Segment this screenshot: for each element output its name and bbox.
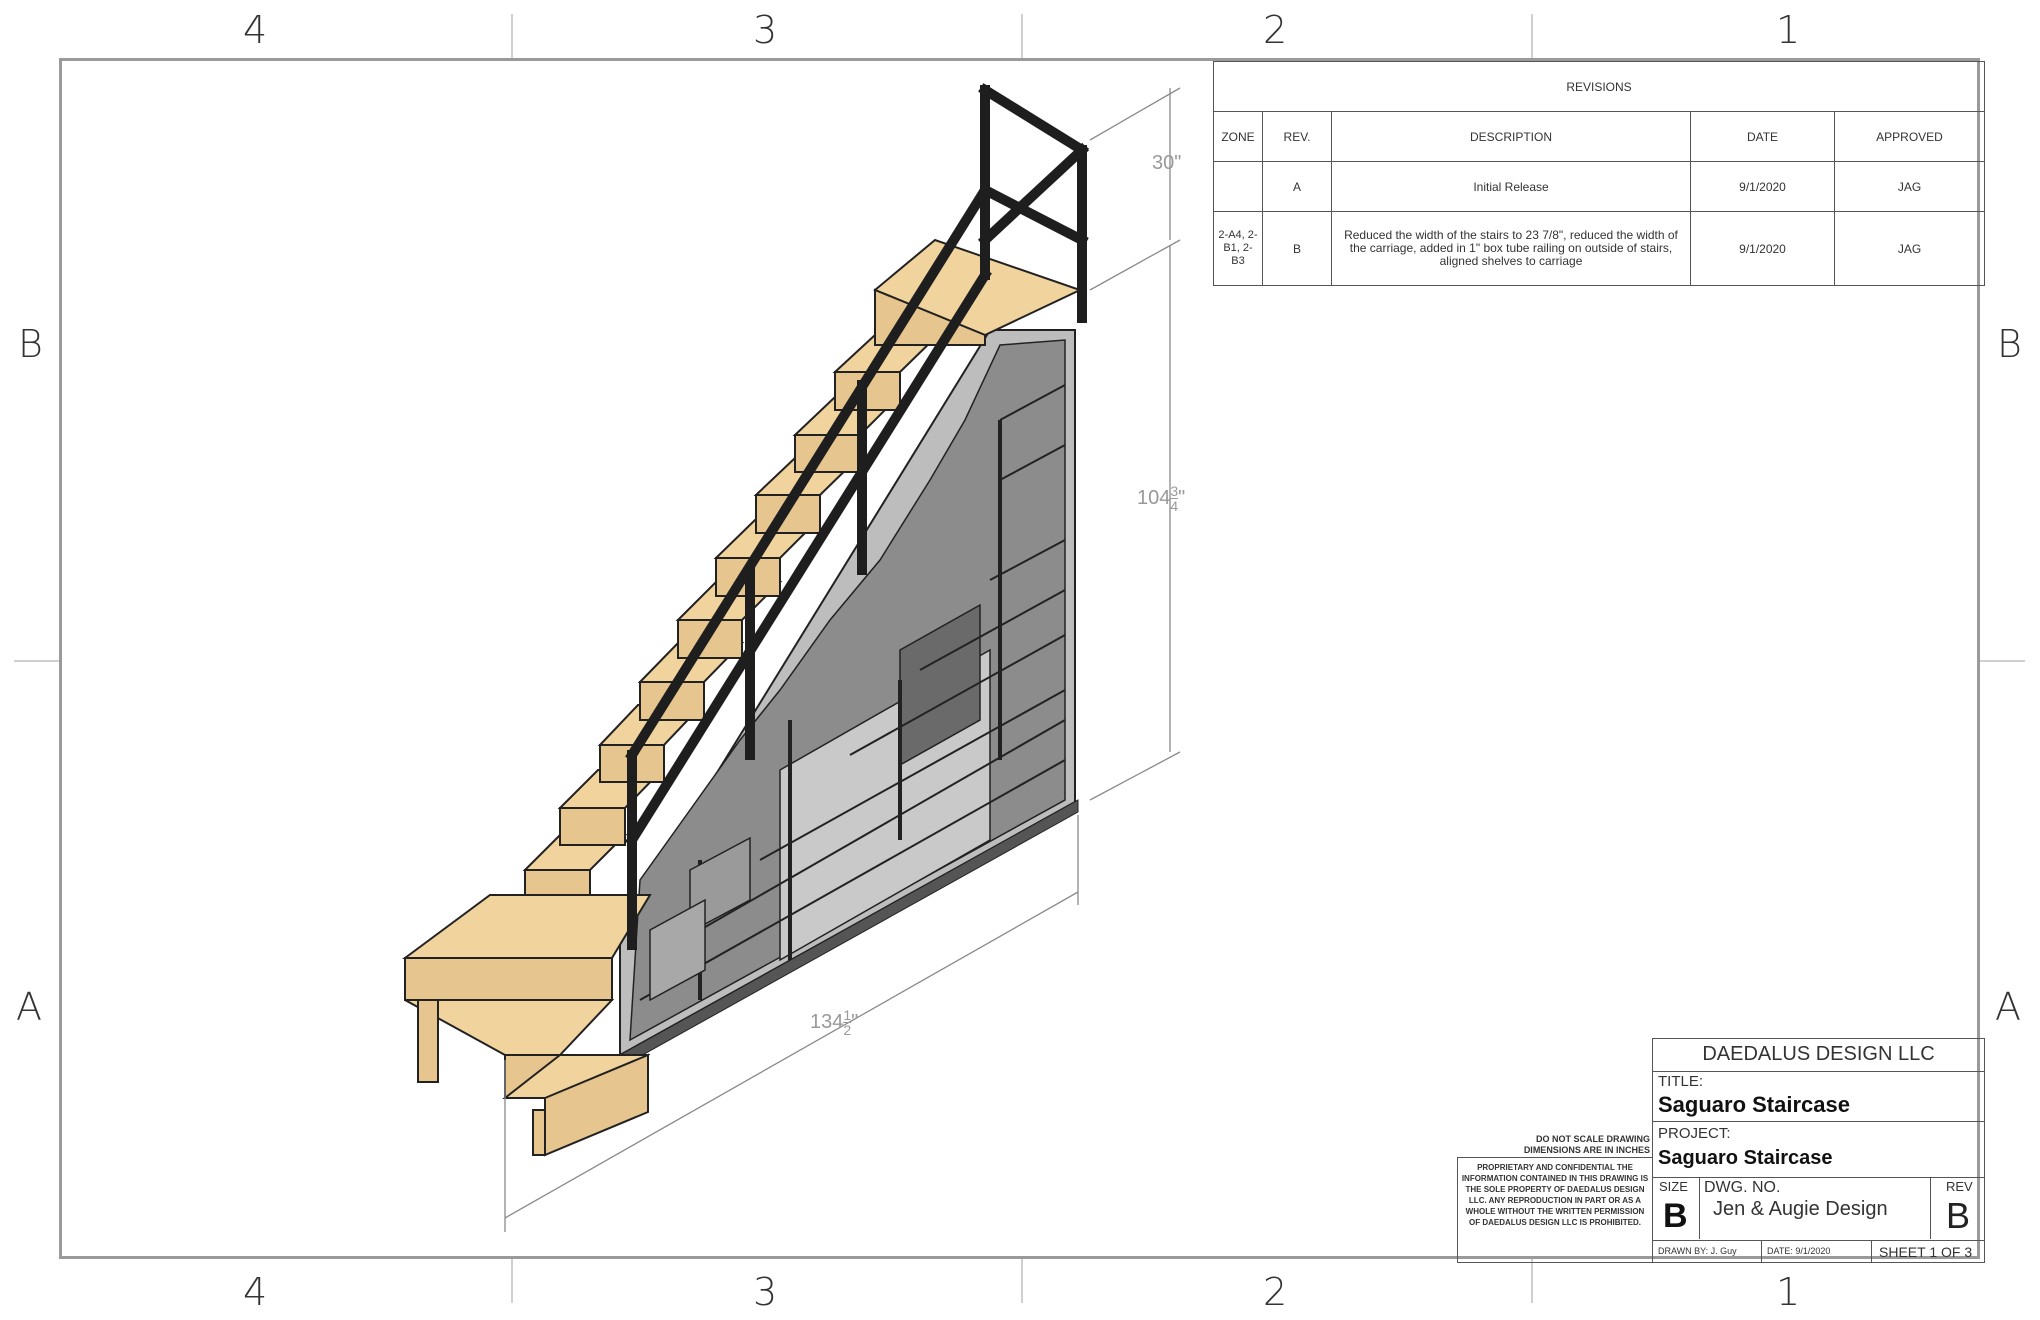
cubby-box: [649, 898, 706, 1002]
do-not-scale-note: DO NOT SCALE DRAWING DIMENSIONS ARE IN I…: [1523, 1134, 1650, 1155]
dwg-row: SIZE B DWG. NO. Jen & Augie Design REV B: [1653, 1177, 1984, 1241]
shelf-line: [699, 719, 1066, 931]
shelf-line: [989, 539, 1066, 581]
revisions-table: REVISIONS ZONE REV. DESCRIPTION DATE APP…: [1213, 61, 1985, 286]
revision-zone: 2-A4, 2-B1, 2-B3: [1213, 211, 1263, 286]
revision-zone: [1213, 161, 1263, 212]
zone-label-bottom: 2: [1263, 1270, 1288, 1314]
zone-tick: [1021, 14, 1023, 58]
zone-label-top: 4: [243, 8, 268, 52]
revision-description: Initial Release: [1331, 161, 1691, 212]
zone-tick: [1531, 1259, 1533, 1303]
project-row: PROJECT: Saguaro Staircase: [1653, 1121, 1984, 1178]
footer-divider: [1761, 1240, 1762, 1263]
project-name: Saguaro Staircase: [1658, 1147, 1833, 1169]
zone-label-bottom: 4: [243, 1270, 268, 1314]
revision-approved: JAG: [1834, 161, 1985, 212]
revision-rev: A: [1262, 161, 1332, 212]
rev-label: REV: [1946, 1179, 1973, 1194]
table-row: A Initial Release 9/1/2020 JAG: [1213, 161, 1985, 212]
shelf-line: [999, 384, 1066, 421]
drawing-number: Jen & Augie Design: [1713, 1198, 1888, 1220]
zone-tick: [14, 660, 59, 662]
shelf-line: [849, 634, 1066, 756]
inch-mark: ": [1178, 486, 1186, 509]
shelf-line: [759, 689, 1066, 861]
zone-label-right: B: [1997, 322, 2022, 366]
zone-tick: [1531, 14, 1533, 58]
dimension-lines: [504, 87, 1181, 1232]
inch-mark: ": [851, 1010, 859, 1033]
title-row: TITLE: Saguaro Staircase: [1653, 1071, 1984, 1122]
length-dimension-denominator: 2: [843, 1022, 852, 1038]
zone-tick: [511, 1259, 513, 1303]
revisions-header: DATE: [1690, 111, 1835, 162]
rail-height-dimension: 30": [1152, 152, 1182, 174]
zone-label-top: 1: [1776, 8, 1801, 52]
shelf-line: [639, 759, 1066, 1001]
zone-label-top: 2: [1263, 8, 1288, 52]
zone-label-bottom: 3: [753, 1270, 778, 1314]
shelf-line: [999, 444, 1066, 481]
drawn-by: DRAWN BY: J. Guy: [1658, 1246, 1737, 1256]
drawing-border: [59, 58, 1980, 1259]
company-name: DAEDALUS DESIGN LLC: [1702, 1043, 1935, 1065]
landing-front: [404, 957, 613, 1001]
zone-label-left: A: [16, 985, 42, 1029]
zone-label-top: 3: [753, 8, 778, 52]
landing-leg: [417, 999, 439, 1083]
size-label: SIZE: [1659, 1179, 1688, 1194]
revisions-header: DESCRIPTION: [1331, 111, 1691, 162]
drawing-date: DATE: 9/1/2020: [1767, 1246, 1831, 1256]
landing-top: [401, 894, 652, 959]
zone-tick: [1021, 1259, 1023, 1303]
revisions-header: REV.: [1262, 111, 1332, 162]
dwg-label: DWG. NO.: [1704, 1179, 1781, 1196]
footer-divider: [1871, 1240, 1872, 1263]
title-label: TITLE:: [1658, 1073, 1704, 1090]
table-row: 2-A4, 2-B1, 2-B3 B Reduced the width of …: [1213, 211, 1985, 286]
shelf-line: [919, 589, 1066, 671]
drawing-title: Saguaro Staircase: [1658, 1092, 1850, 1117]
height-dimension-denominator: 4: [1170, 498, 1179, 514]
revision-approved: JAG: [1834, 211, 1985, 286]
title-block: DAEDALUS DESIGN LLC TITLE: Saguaro Stair…: [1652, 1038, 1985, 1263]
dwg-cell: DWG. NO. Jen & Augie Design: [1699, 1177, 1931, 1239]
railing: [625, 83, 1090, 950]
revision-date: 9/1/2020: [1690, 211, 1835, 286]
revisions-header: APPROVED: [1834, 111, 1985, 162]
landing-leg: [532, 1109, 546, 1156]
zone-label-left: B: [18, 322, 43, 366]
length-dimension-whole: 134: [810, 1010, 844, 1033]
sheet-size: B: [1663, 1197, 1688, 1235]
project-label: PROJECT:: [1658, 1125, 1731, 1142]
height-dimension-numerator: 3: [1170, 483, 1179, 499]
revision-date: 9/1/2020: [1690, 161, 1835, 212]
revision-letter: B: [1946, 1195, 1971, 1236]
height-dimension-whole: 104: [1137, 486, 1171, 509]
zone-label-bottom: 1: [1776, 1270, 1801, 1314]
footer-row: DRAWN BY: J. Guy DATE: 9/1/2020 SHEET 1 …: [1653, 1240, 1984, 1263]
proprietary-note: PROPRIETARY AND CONFIDENTIAL THE INFORMA…: [1457, 1157, 1653, 1263]
revision-description: Reduced the width of the stairs to 23 7/…: [1331, 211, 1691, 286]
length-dimension-numerator: 1: [843, 1007, 852, 1023]
sheet-number: SHEET 1 OF 3: [1879, 1244, 1973, 1260]
rev-cell: REV B: [1930, 1177, 1984, 1239]
revisions-title: REVISIONS: [1213, 61, 1985, 112]
size-cell: SIZE B: [1653, 1177, 1700, 1239]
company-row: DAEDALUS DESIGN LLC: [1653, 1039, 1984, 1072]
zone-label-right: A: [1995, 985, 2021, 1029]
zone-tick: [511, 14, 513, 58]
zone-tick: [1980, 660, 2025, 662]
revisions-header: ZONE: [1213, 111, 1263, 162]
revision-rev: B: [1262, 211, 1332, 286]
